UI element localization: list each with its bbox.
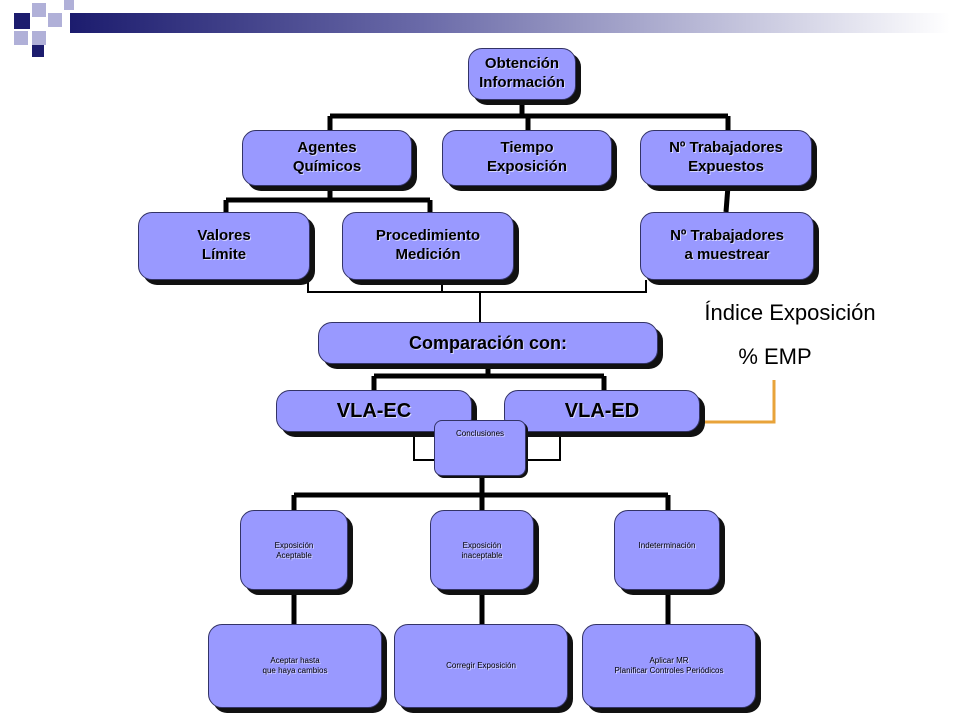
node-label: Corregir Exposición — [446, 661, 516, 670]
decor-square — [48, 13, 62, 27]
node-label: Nº Trabajadores Expuestos — [669, 139, 783, 175]
node-label: Conclusiones — [455, 429, 505, 438]
node-label: Exposición Aceptable — [274, 541, 314, 560]
node-conclusiones: Conclusiones — [434, 420, 526, 476]
decor-square — [32, 45, 44, 57]
header-gradient-bar — [70, 13, 950, 33]
node-label: Indeterminación — [638, 541, 696, 550]
decor-square — [64, 0, 74, 10]
node-label: VLA-EC — [336, 399, 412, 422]
decor-square — [32, 31, 46, 45]
node-comparacion: Comparación con: — [318, 322, 658, 364]
node-vla-ed: VLA-ED — [504, 390, 700, 432]
node-label: Agentes Químicos — [292, 139, 362, 175]
node-trabajadores-expuestos: Nº Trabajadores Expuestos — [640, 130, 812, 186]
node-valores-limite: Valores Límite — [138, 212, 310, 280]
node-exposicion-inaceptable: Exposición inaceptable — [430, 510, 534, 590]
decor-square — [32, 3, 46, 17]
node-aplicar: Aplicar MR Planificar Controles Periódic… — [582, 624, 756, 708]
node-corregir: Corregir Exposición — [394, 624, 568, 708]
node-label: Exposición inaceptable — [461, 541, 503, 560]
connector-bracket — [307, 280, 647, 293]
node-trabajadores-muestrear: Nº Trabajadores a muestrear — [640, 212, 814, 280]
node-label: VLA-ED — [564, 399, 640, 422]
node-label: Valores Límite — [197, 227, 251, 263]
node-label: Procedimiento Medición — [375, 227, 481, 263]
node-label: Obtención Información — [479, 55, 565, 91]
node-label: Tiempo Exposición — [486, 139, 568, 175]
node-tiempo-exposicion: Tiempo Exposición — [442, 130, 612, 186]
node-label: Nº Trabajadores a muestrear — [670, 227, 784, 263]
connector — [723, 185, 731, 213]
node-obtencion-informacion: Obtención Información — [468, 48, 576, 100]
decor-square — [14, 31, 28, 45]
indice-exposicion-label: Índice Exposición — [704, 300, 876, 325]
node-label: Aceptar hasta que haya cambios — [262, 656, 328, 675]
node-exposicion-aceptable: Exposición Aceptable — [240, 510, 348, 590]
emp-label: % EMP — [738, 344, 812, 369]
node-aceptar: Aceptar hasta que haya cambios — [208, 624, 382, 708]
decor-square — [14, 13, 30, 29]
node-label: Comparación con: — [408, 332, 568, 353]
highlight-line — [700, 380, 776, 424]
node-label: Aplicar MR Planificar Controles Periódic… — [614, 656, 724, 675]
node-agentes-quimicos: Agentes Químicos — [242, 130, 412, 186]
node-procedimiento-medicion: Procedimiento Medición — [342, 212, 514, 280]
node-indeterminacion: Indeterminación — [614, 510, 720, 590]
